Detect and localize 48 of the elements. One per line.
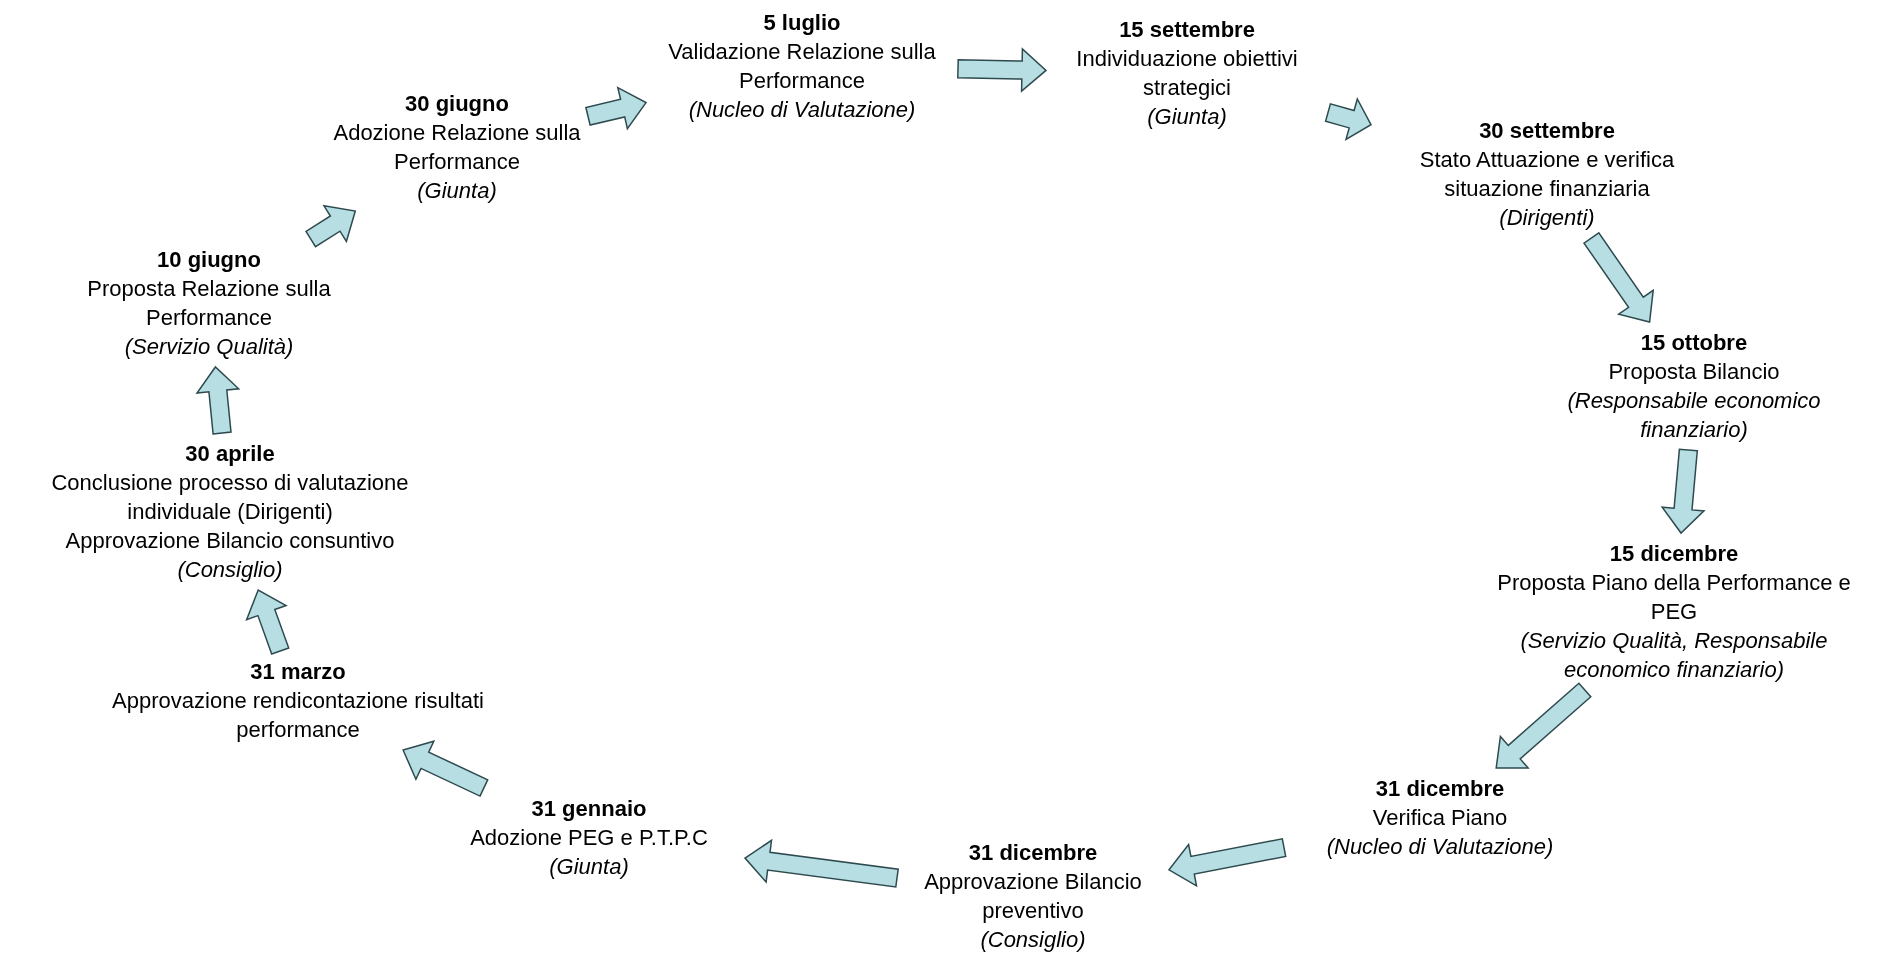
activity-text: Approvazione Bilancio consuntivo — [65, 527, 395, 555]
responsible-label: (Giunta) — [417, 177, 497, 205]
responsible-label: (Nucleo di Valutazione) — [688, 96, 916, 124]
block-arrow — [195, 365, 241, 435]
block-arrow — [585, 86, 648, 131]
date-label: 5 luglio — [763, 9, 841, 37]
activity-text: Proposta Relazione sulla Performance — [86, 275, 332, 332]
responsible-label: (Nucleo di Valutazione) — [1326, 833, 1554, 861]
activity-text: Verifica Piano — [1372, 804, 1508, 832]
activity-text: Stato Attuazione e verifica situazione finanziaria — [1418, 146, 1676, 203]
activity-text: Approvazione Bilancio preventivo — [923, 868, 1143, 925]
date-label: 31 dicembre — [968, 839, 1098, 867]
date-label: 15 ottobre — [1640, 329, 1748, 357]
block-arrow — [957, 47, 1048, 93]
responsible-label: (Responsabile economico finanziario) — [1566, 387, 1822, 444]
activity-text: Validazione Relazione sulla Performance — [667, 38, 937, 95]
date-label: 10 giugno — [157, 246, 261, 274]
date-label: 31 dicembre — [1375, 775, 1505, 803]
responsible-label: (Servizio Qualità, Responsabile economico finanziario) — [1519, 627, 1829, 684]
date-label: 30 aprile — [185, 440, 275, 468]
block-arrow — [1167, 837, 1287, 888]
date-label: 31 gennaio — [531, 795, 647, 823]
responsible-label: (Giunta) — [1147, 103, 1227, 131]
block-arrow — [1495, 682, 1592, 769]
activity-text: Proposta Piano della Performance e PEG — [1496, 569, 1852, 626]
date-label: 15 settembre — [1119, 16, 1255, 44]
responsible-label: (Servizio Qualità) — [124, 333, 294, 361]
date-label: 30 giugno — [405, 90, 509, 118]
responsible-label: (Giunta) — [549, 853, 629, 881]
block-arrow — [743, 838, 900, 888]
activity-text: Adozione Relazione sulla Performance — [332, 119, 582, 176]
responsible-label: (Dirigenti) — [1499, 204, 1595, 232]
responsible-label: (Consiglio) — [177, 556, 283, 584]
block-arrow — [245, 588, 290, 655]
block-arrow — [1324, 97, 1372, 141]
activity-text: Adozione PEG e P.T.P.C — [470, 824, 708, 852]
activity-text: Approvazione rendicontazione risultati performance — [111, 687, 485, 744]
block-arrow — [1582, 231, 1655, 323]
activity-text: Proposta Bilancio — [1608, 358, 1780, 386]
date-label: 31 marzo — [250, 658, 346, 686]
block-arrow — [1660, 448, 1706, 535]
responsible-label: (Consiglio) — [980, 926, 1086, 954]
block-arrow — [402, 740, 489, 798]
activity-text: Conclusione processo di valutazione individuale (Dirigenti) — [50, 469, 410, 526]
activity-text: Individuazione obiettivi strategici — [1075, 45, 1299, 102]
date-label: 30 settembre — [1479, 117, 1615, 145]
date-label: 15 dicembre — [1609, 540, 1739, 568]
block-arrow — [304, 204, 357, 248]
